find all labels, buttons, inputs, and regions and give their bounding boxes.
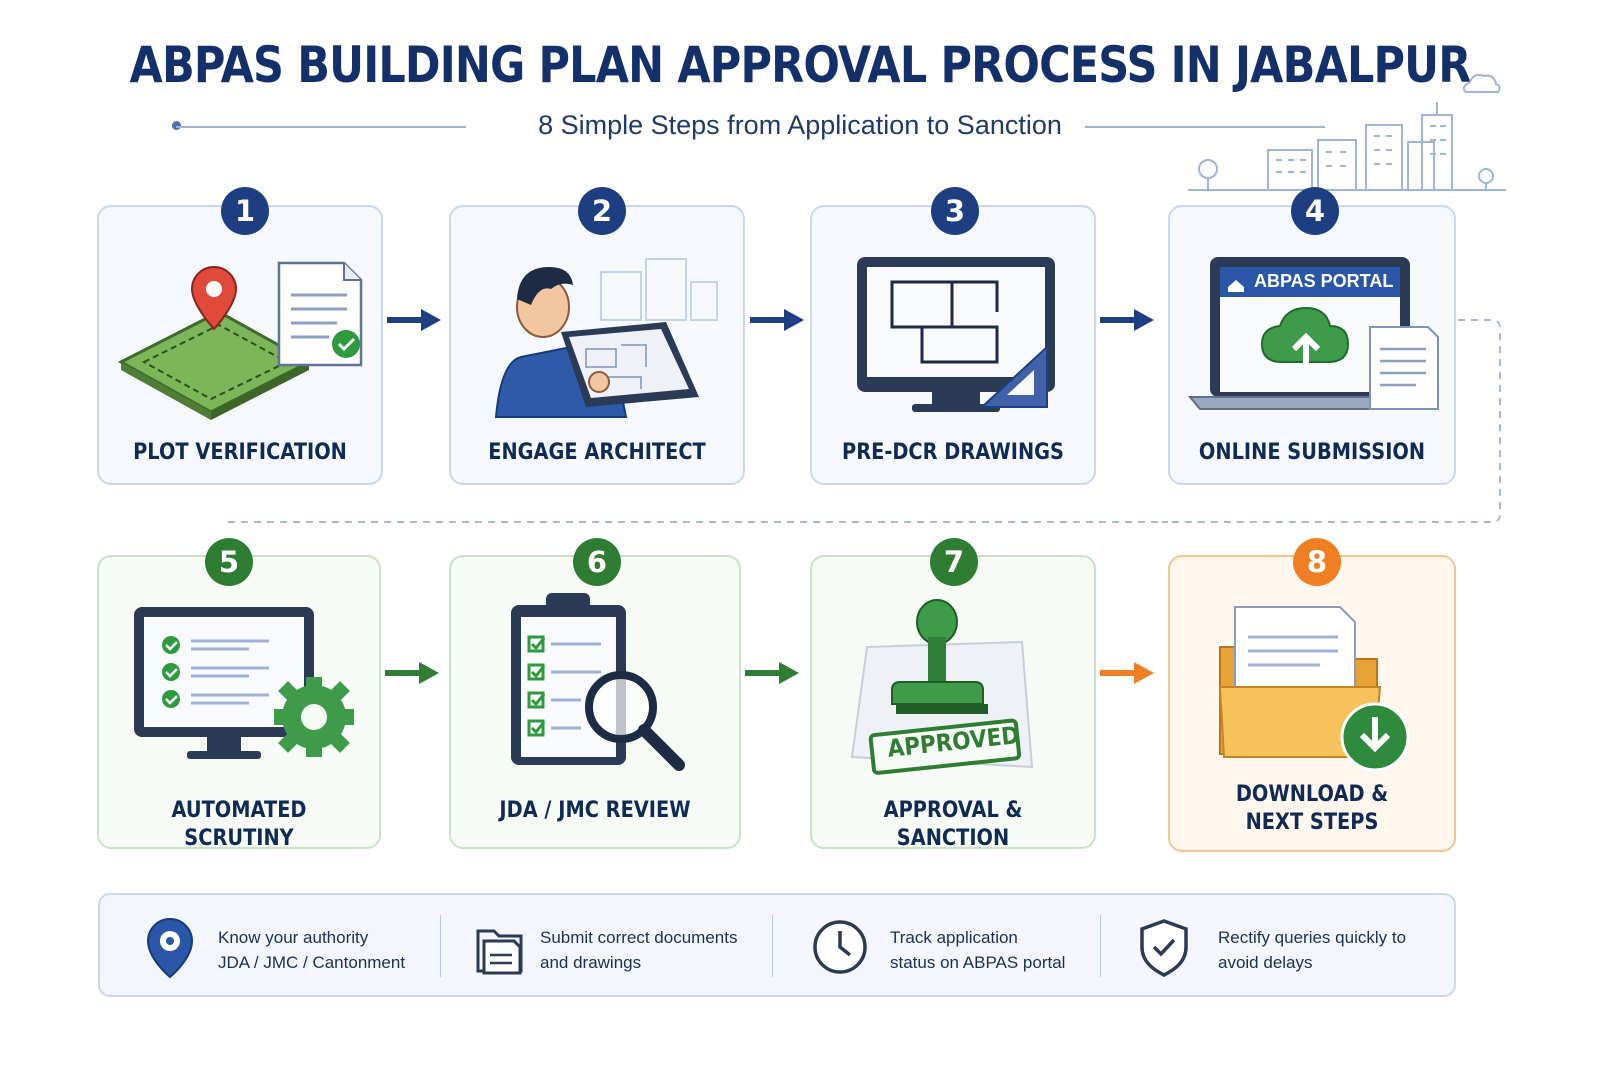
approved-stamp-icon (850, 599, 1034, 775)
arrow-right-icon (1100, 662, 1154, 684)
portal-label: ABPAS PORTAL (1254, 271, 1394, 291)
tip-line2: JDA / JMC / Cantonment (218, 953, 406, 972)
step-card-6[interactable]: JDA / JMC REVIEW (449, 555, 741, 849)
tip-documents: Submit correct documents and drawings (472, 895, 772, 995)
step-card-5[interactable]: AUTOMATED SCRUTINY (97, 555, 381, 851)
monitor-checklist-gear-icon (134, 607, 354, 759)
step-label-6: JDA / JMC REVIEW (499, 798, 691, 823)
subtitle-dot (172, 121, 181, 130)
tip-line1: Know your authority (218, 928, 369, 947)
row-connector-lower (228, 521, 1168, 523)
step-label-7: APPROVAL & SANCTION (883, 798, 1023, 851)
step-number-3: 3 (931, 187, 979, 235)
step-card-8[interactable]: DOWNLOAD & NEXT STEPS (1168, 555, 1456, 852)
step-label-1: PLOT VERIFICATION (133, 440, 347, 465)
arrow-right-icon (1100, 309, 1154, 331)
tip-line2: status on ABPAS portal (890, 953, 1066, 972)
step-number-5: 5 (205, 538, 253, 586)
step-number-8: 8 (1293, 538, 1341, 586)
location-pin-icon (146, 917, 194, 979)
step-label-4: ONLINE SUBMISSION (1198, 440, 1426, 465)
clipboard-magnifier-icon (511, 593, 685, 771)
shield-check-icon (1140, 919, 1188, 977)
step-label-3: PRE-DCR DRAWINGS (842, 440, 1064, 465)
city-skyline-icon (1188, 73, 1506, 191)
step-label-8-line1: DOWNLOAD & (1235, 782, 1389, 807)
clock-icon (813, 920, 867, 974)
step-number-4: 4 (1291, 187, 1339, 235)
step-number-2: 2 (578, 187, 626, 235)
tips-bar: Know your authority JDA / JMC / Cantonme… (98, 893, 1456, 997)
arrow-right-icon (385, 662, 439, 684)
tip-text: Track application status on ABPAS portal (890, 925, 1065, 975)
tip-line1: Rectify queries quickly to (1218, 928, 1407, 947)
page-title: ABPAS BUILDING PLAN APPROVAL PROCESS IN … (129, 36, 1472, 94)
step-number-7: 7 (930, 538, 978, 586)
subtitle-rule-right (1085, 126, 1325, 128)
step-label-8-line2: NEXT STEPS (1245, 810, 1379, 835)
step-number-6: 6 (573, 538, 621, 586)
arrow-right-icon (750, 309, 804, 331)
plot-map-document-icon (117, 261, 363, 420)
tip-rectify: Rectify queries quickly to avoid delays (1136, 895, 1436, 995)
monitor-floorplan-icon (857, 257, 1055, 412)
tip-line2: avoid delays (1218, 953, 1313, 972)
tip-text: Submit correct documents and drawings (540, 925, 737, 975)
step-label-2: ENGAGE ARCHITECT (488, 440, 706, 465)
step-card-2[interactable]: ENGAGE ARCHITECT (449, 205, 745, 485)
step-card-1[interactable]: PLOT VERIFICATION (97, 205, 383, 485)
tip-divider (772, 915, 773, 977)
tip-line2: and drawings (540, 953, 642, 972)
tip-line1: Track application (890, 928, 1018, 947)
arrow-right-icon (745, 662, 799, 684)
tip-text: Rectify queries quickly to avoid delays (1218, 925, 1406, 975)
architect-tablet-icon (494, 258, 718, 418)
step-card-4[interactable]: ABPAS PORTAL ONLINE SUBMISSION (1168, 205, 1456, 485)
step-label-5: AUTOMATED SCRUTINY (171, 798, 307, 851)
documents-icon (476, 929, 523, 975)
tip-line1: Submit correct documents (540, 928, 738, 947)
step-number-1: 1 (221, 187, 269, 235)
tip-divider (440, 915, 441, 977)
arrow-right-icon (387, 309, 441, 331)
step-card-3[interactable]: PRE-DCR DRAWINGS (810, 205, 1096, 485)
laptop-upload-icon (1187, 257, 1439, 410)
tip-authority: Know your authority JDA / JMC / Cantonme… (140, 895, 440, 995)
folder-download-icon (1218, 606, 1410, 772)
page-subtitle: 8 Simple Steps from Application to Sanct… (538, 110, 1062, 140)
subtitle-rule-left (176, 126, 466, 128)
tip-track: Track application status on ABPAS portal (810, 895, 1110, 995)
tip-divider (1100, 915, 1101, 977)
step-card-7[interactable]: APPROVED APPROVAL & SANCTION (810, 555, 1096, 851)
tip-text: Know your authority JDA / JMC / Cantonme… (218, 925, 405, 975)
